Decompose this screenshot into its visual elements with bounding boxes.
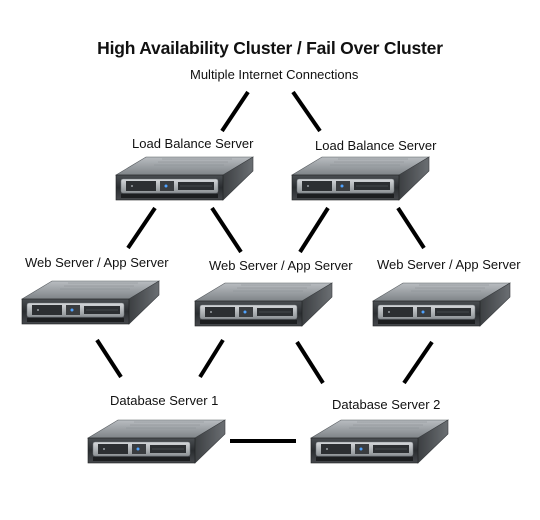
- link-internet-lb1: [220, 90, 250, 133]
- link-web3-db2: [402, 340, 434, 385]
- database-server-1-label: Database Server 1: [110, 393, 219, 408]
- link-lb2-web3: [396, 206, 426, 250]
- web-server-1: [21, 280, 160, 325]
- internet-label: Multiple Internet Connections: [190, 67, 359, 82]
- database-server-2-label: Database Server 2: [332, 397, 441, 412]
- link-web2-db2: [295, 340, 325, 385]
- load-balance-server-2-label: Load Balance Server: [315, 138, 437, 153]
- load-balance-server-1: [115, 156, 254, 201]
- link-lb1-web2: [210, 206, 243, 254]
- link-web1-db1: [95, 338, 123, 379]
- web-server-3-label: Web Server / App Server: [377, 257, 521, 272]
- load-balance-server-1-label: Load Balance Server: [132, 136, 254, 151]
- web-server-2-label: Web Server / App Server: [209, 258, 353, 273]
- web-server-3: [372, 282, 511, 327]
- link-web2-db1: [198, 338, 225, 379]
- web-server-2: [194, 282, 333, 327]
- diagram-title: High Availability Cluster / Fail Over Cl…: [97, 38, 443, 58]
- web-server-1-label: Web Server / App Server: [25, 255, 169, 270]
- link-lb1-web1: [126, 206, 157, 250]
- database-server-1: [87, 419, 226, 464]
- link-lb2-web2: [298, 206, 330, 254]
- database-server-2: [310, 419, 449, 464]
- link-internet-lb2: [291, 90, 322, 133]
- load-balance-server-2: [291, 156, 430, 201]
